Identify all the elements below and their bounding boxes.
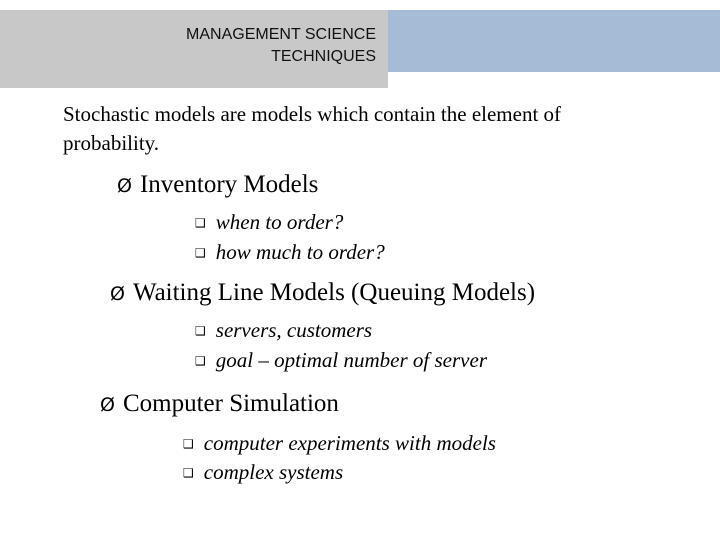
list-item: ❑ servers, customers (195, 316, 372, 346)
list-item-label: how much to order? (215, 240, 385, 264)
list-item-label: goal – optimal number of server (215, 348, 487, 372)
list-item-label: servers, customers (215, 318, 373, 342)
checkbox-bullet-icon: ❑ (195, 324, 206, 338)
section-heading-label: Inventory Models (139, 171, 319, 198)
section-heading-label: Computer Simulation (122, 390, 339, 417)
list-item: ❑ how much to order? (195, 238, 385, 268)
list-item: ❑ when to order? (195, 208, 343, 238)
arrow-bullet-icon: Ø (117, 175, 132, 197)
section-heading-inventory: Ø Inventory Models (117, 170, 318, 201)
title-accent-bar (388, 10, 720, 72)
arrow-bullet-icon: Ø (100, 394, 115, 416)
section-heading-simulation: Ø Computer Simulation (100, 389, 339, 420)
title-banner: MANAGEMENT SCIENCE TECHNIQUES (0, 10, 388, 88)
arrow-bullet-icon: Ø (110, 283, 125, 305)
list-item-label: complex systems (203, 460, 344, 484)
list-item: ❑ computer experiments with models (183, 429, 496, 459)
list-item-label: when to order? (215, 210, 344, 234)
list-item: ❑ complex systems (183, 458, 343, 488)
intro-text: Stochastic models are models which conta… (63, 102, 562, 155)
checkbox-bullet-icon: ❑ (195, 246, 206, 260)
list-item: ❑ goal – optimal number of server (195, 346, 487, 376)
title-line-2: TECHNIQUES (271, 48, 376, 65)
checkbox-bullet-icon: ❑ (195, 354, 206, 368)
slide-title: MANAGEMENT SCIENCE TECHNIQUES (186, 24, 376, 68)
section-heading-waiting-line: Ø Waiting Line Models (Queuing Models) (110, 278, 535, 309)
checkbox-bullet-icon: ❑ (195, 216, 206, 230)
section-heading-label: Waiting Line Models (Queuing Models) (132, 279, 536, 306)
checkbox-bullet-icon: ❑ (183, 437, 194, 451)
title-line-1: MANAGEMENT SCIENCE (186, 26, 376, 43)
list-item-label: computer experiments with models (203, 431, 496, 455)
checkbox-bullet-icon: ❑ (183, 466, 194, 480)
